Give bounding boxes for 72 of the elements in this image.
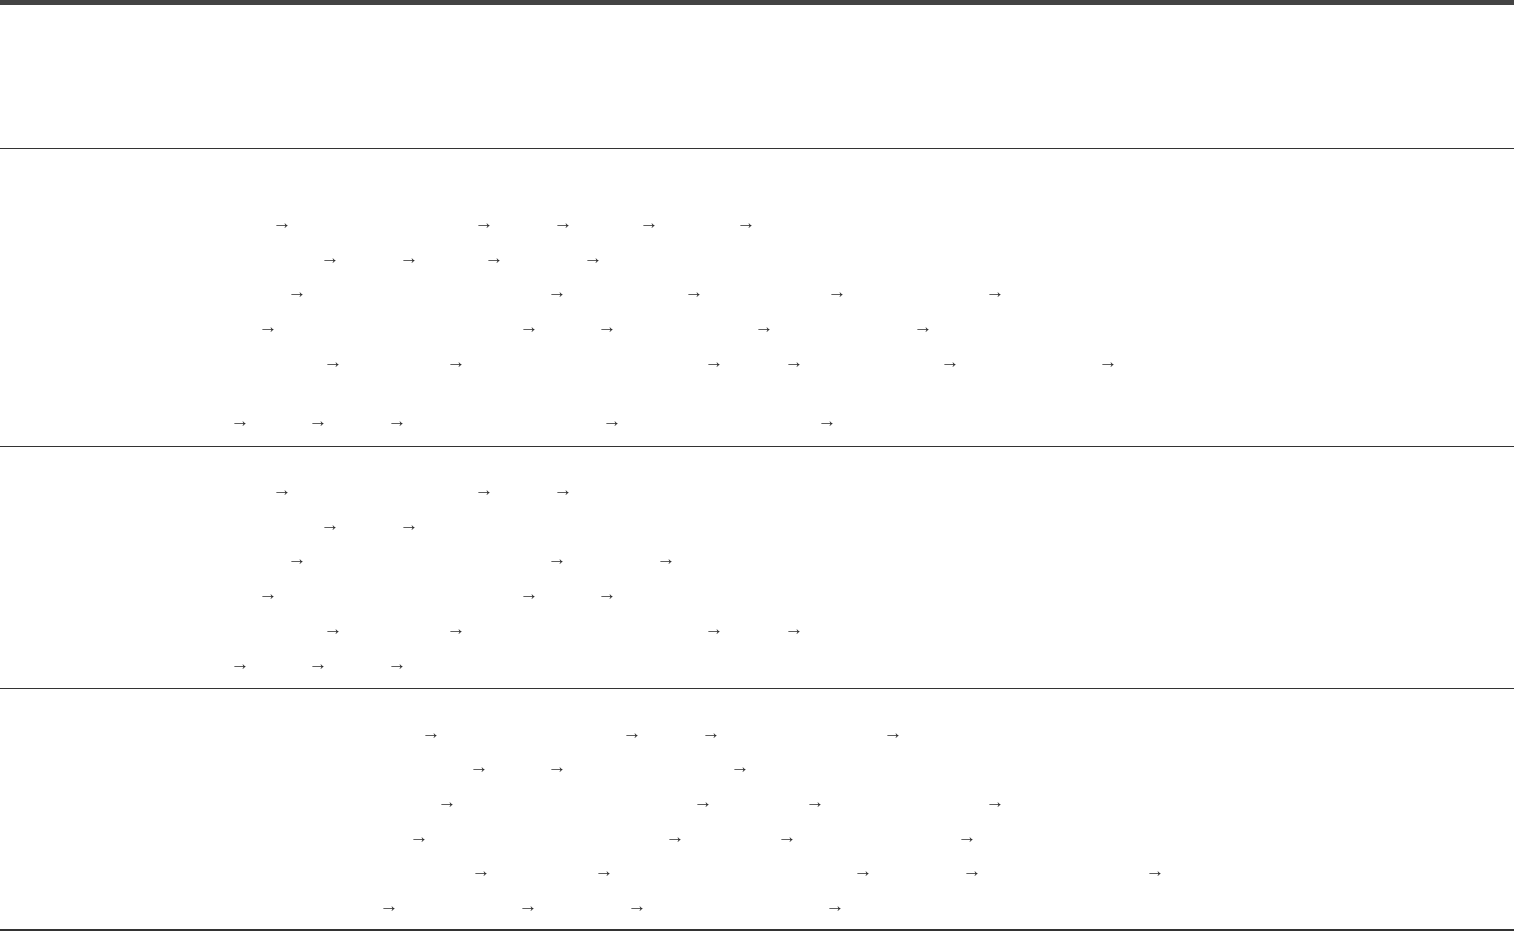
arrow-symbol: → [736,212,756,232]
arrow-symbol: → [379,895,399,915]
arrow-symbol: → [258,583,278,603]
arrow-symbol: → [985,281,1005,301]
arrow-symbol: → [287,281,307,301]
arrow-symbol: → [547,281,567,301]
arrow-symbol: → [597,583,617,603]
arrow-symbol: → [639,212,659,232]
arrow-symbol: → [547,548,567,568]
arrow-symbol: → [553,479,573,499]
arrow-symbol: → [594,860,614,880]
arrow-symbol: → [272,479,292,499]
arrow-symbol: → [446,618,466,638]
arrow-symbol: → [602,410,622,430]
arrow-symbol: → [817,410,837,430]
arrow-symbol: → [583,247,603,267]
arrow-symbol: → [323,351,343,371]
arrow-symbol: → [985,791,1005,811]
arrow-symbol: → [258,316,278,336]
arrow-symbol: → [962,860,982,880]
arrow-symbol: → [518,895,538,915]
arrow-symbol: → [230,653,250,673]
arrow-symbol: → [784,618,804,638]
arrow-symbol: → [399,247,419,267]
arrow-symbol: → [777,826,797,846]
arrow-symbol: → [827,281,847,301]
arrow-symbol: → [399,514,419,534]
arrow-symbol: → [704,351,724,371]
arrow-symbol: → [409,826,429,846]
arrow-symbol: → [805,791,825,811]
arrow-symbol: → [784,351,804,371]
arrow-symbol: → [387,653,407,673]
arrow-symbol: → [308,410,328,430]
arrow-symbol: → [627,895,647,915]
arrow-symbol: → [693,791,713,811]
arrow-symbol: → [471,860,491,880]
arrow-symbol: → [957,826,977,846]
arrow-symbol: → [519,316,539,336]
arrow-symbol: → [474,479,494,499]
arrow-symbol: → [437,791,457,811]
arrow-symbol: → [701,722,721,742]
arrow-symbol: → [704,618,724,638]
arrow-symbol: → [320,247,340,267]
arrow-symbol: → [421,722,441,742]
arrow-symbol: → [469,756,489,776]
arrow-symbol: → [387,410,407,430]
arrow-symbol: → [597,316,617,336]
arrow-symbol: → [323,618,343,638]
arrow-symbol: → [853,860,873,880]
arrow-symbol: → [883,722,903,742]
arrow-symbol: → [272,212,292,232]
arrow-symbol: → [230,410,250,430]
arrow-symbol: → [547,756,567,776]
arrow-symbol: → [474,212,494,232]
arrow-symbol: → [940,351,960,371]
arrow-symbol: → [656,548,676,568]
arrow-symbol: → [684,281,704,301]
arrow-symbol: → [553,212,573,232]
arrow-symbol: → [754,316,774,336]
arrow-symbol: → [825,895,845,915]
arrow-symbol: → [519,583,539,603]
arrow-symbol: → [665,826,685,846]
arrow-symbol: → [446,351,466,371]
arrow-symbol: → [730,756,750,776]
arrow-symbol: → [1098,351,1118,371]
arrow-symbol: → [308,653,328,673]
arrow-symbol: → [1145,860,1165,880]
arrow-symbol: → [484,247,504,267]
arrow-symbol: → [622,722,642,742]
arrow-symbol: → [913,316,933,336]
arrow-symbol: → [287,548,307,568]
arrow-symbol: → [320,514,340,534]
